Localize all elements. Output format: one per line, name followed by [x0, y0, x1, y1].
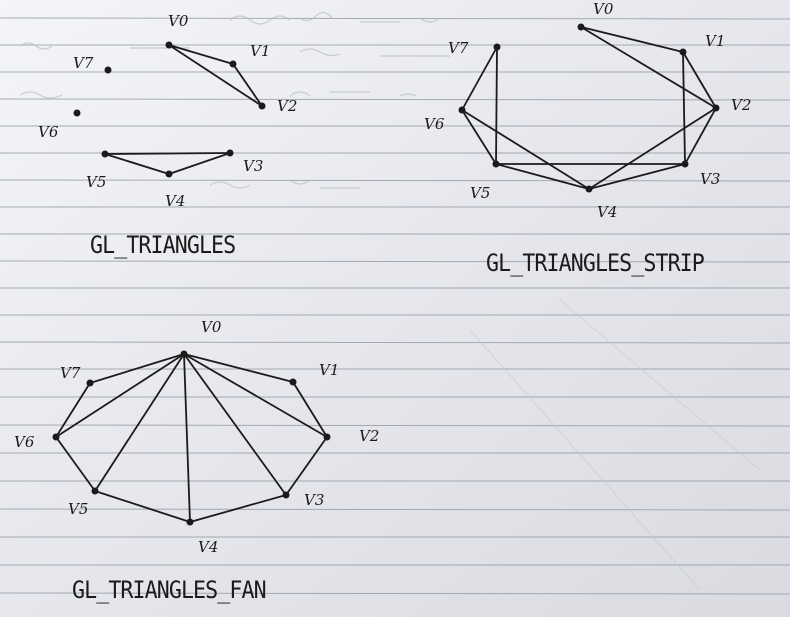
fan-edge-v0-v2 — [183, 353, 328, 438]
fan-edge-v7-v0 — [89, 353, 185, 384]
strip-label-v1: V1 — [705, 32, 726, 50]
fan-edge-v0-v6 — [55, 353, 185, 438]
strip-edge-v5-v6 — [461, 109, 497, 165]
strip-title: GL_TRIANGLES_STRIP — [486, 249, 705, 277]
strip-label-v6: V6 — [424, 115, 445, 133]
strip-edge-v4-v6 — [461, 109, 590, 190]
triangles-label-v1: V1 — [250, 42, 271, 60]
strip-edge-v3-v4 — [588, 163, 686, 190]
fan-edge-v0-v1 — [183, 353, 294, 383]
strip-label-v4: V4 — [597, 203, 618, 221]
triangles-vertex-v7 — [104, 66, 112, 74]
fan-vertex-v0 — [180, 350, 188, 358]
fan-label-v4: V4 — [198, 538, 219, 556]
fan-label-v1: V1 — [319, 361, 340, 379]
strip-edge-v0-v1 — [580, 26, 684, 53]
strip-edge-v6-v7 — [461, 46, 498, 111]
triangles-vertex-v3 — [226, 149, 234, 157]
triangles-vertex-v6 — [73, 109, 81, 117]
strip-label-v7: V7 — [448, 39, 469, 57]
fan-vertex-v5 — [91, 487, 99, 495]
fan-edge-v3-v4 — [189, 494, 287, 523]
fan-edge-v2-v3 — [285, 436, 328, 496]
strip-edge-v1-v3 — [682, 51, 686, 165]
fan-edge-v4-v5 — [94, 490, 191, 523]
fan-vertex-v1 — [289, 378, 297, 386]
triangles-label-v6: V6 — [38, 123, 59, 141]
ruled-line — [0, 508, 790, 511]
strip-vertex-v4 — [585, 185, 593, 193]
fan-vertex-v7 — [86, 379, 94, 387]
strip-label-v2: V2 — [731, 96, 752, 114]
triangles-edge-v5-v3 — [104, 152, 231, 155]
fan-vertex-v6 — [52, 433, 60, 441]
strip-edge-v5-v7 — [495, 46, 498, 165]
triangles-label-v7: V7 — [73, 54, 94, 72]
ruled-line — [0, 179, 790, 182]
triangles-title: GL_TRIANGLES — [90, 231, 236, 259]
fan-label-v2: V2 — [359, 427, 380, 445]
strip-vertex-v7 — [493, 43, 501, 51]
fan-label-v5: V5 — [68, 500, 89, 518]
strip-label-v5: V5 — [470, 184, 491, 202]
fan-vertex-v2 — [323, 433, 331, 441]
strip-label-v3: V3 — [700, 170, 721, 188]
fan-label-v3: V3 — [304, 491, 325, 509]
fan-label-v0: V0 — [201, 318, 222, 336]
triangles-vertex-v4 — [165, 170, 173, 178]
fan-vertex-v3 — [282, 491, 290, 499]
triangles-label-v0: V0 — [168, 12, 189, 30]
paper-fold-shading — [469, 299, 761, 591]
bleed-through-scribbles — [19, 11, 450, 189]
strip-vertex-v3 — [681, 160, 689, 168]
fan-edge-v5-v6 — [55, 436, 96, 492]
triangles-edge-v2-v0 — [168, 44, 263, 107]
ruled-line — [0, 424, 790, 427]
triangles-edge-v1-v2 — [232, 63, 263, 107]
triangles-edge-v3-v4 — [168, 152, 231, 175]
strip-vertex-v5 — [492, 160, 500, 168]
triangles-vertex-v1 — [229, 60, 237, 68]
triangles-vertex-v2 — [258, 102, 266, 110]
strip-vertex-v0 — [577, 23, 585, 31]
strip-vertex-v6 — [458, 106, 466, 114]
strip-vertex-v1 — [679, 48, 687, 56]
fan-title: GL_TRIANGLES_FAN — [72, 576, 267, 604]
triangles-edge-v0-v1 — [168, 44, 234, 65]
fan-edge-v1-v2 — [292, 381, 328, 438]
ruled-line — [0, 592, 790, 595]
strip-edge-v2-v3 — [684, 107, 717, 165]
ruled-line — [0, 17, 790, 20]
fan-label-v7: V7 — [60, 364, 81, 382]
triangles-vertex-v0 — [165, 41, 173, 49]
triangles-label-v5: V5 — [86, 173, 107, 191]
triangles-label-v2: V2 — [277, 97, 298, 115]
fan-edge-v0-v4 — [183, 353, 191, 523]
ruled-line — [0, 260, 790, 263]
fan-edge-v6-v7 — [55, 382, 91, 438]
strip-label-v0: V0 — [593, 0, 614, 18]
strip-edge-v2-v4 — [588, 107, 717, 190]
fan-vertex-v4 — [186, 518, 194, 526]
triangles-vertex-v5 — [101, 150, 109, 158]
ruled-line — [0, 341, 790, 344]
ruled-line — [0, 98, 790, 101]
triangles-edge-v4-v5 — [104, 153, 170, 175]
fan-edge-v0-v5 — [94, 353, 185, 492]
fan-label-v6: V6 — [14, 433, 35, 451]
strip-edge-v1-v2 — [682, 51, 717, 109]
strip-edge-v0-v2 — [580, 26, 717, 109]
triangles-label-v4: V4 — [165, 192, 186, 210]
fan-edge-v0-v3 — [183, 353, 287, 496]
strip-vertex-v2 — [712, 104, 720, 112]
strip-edge-v4-v5 — [495, 163, 590, 190]
triangles-label-v3: V3 — [243, 157, 264, 175]
